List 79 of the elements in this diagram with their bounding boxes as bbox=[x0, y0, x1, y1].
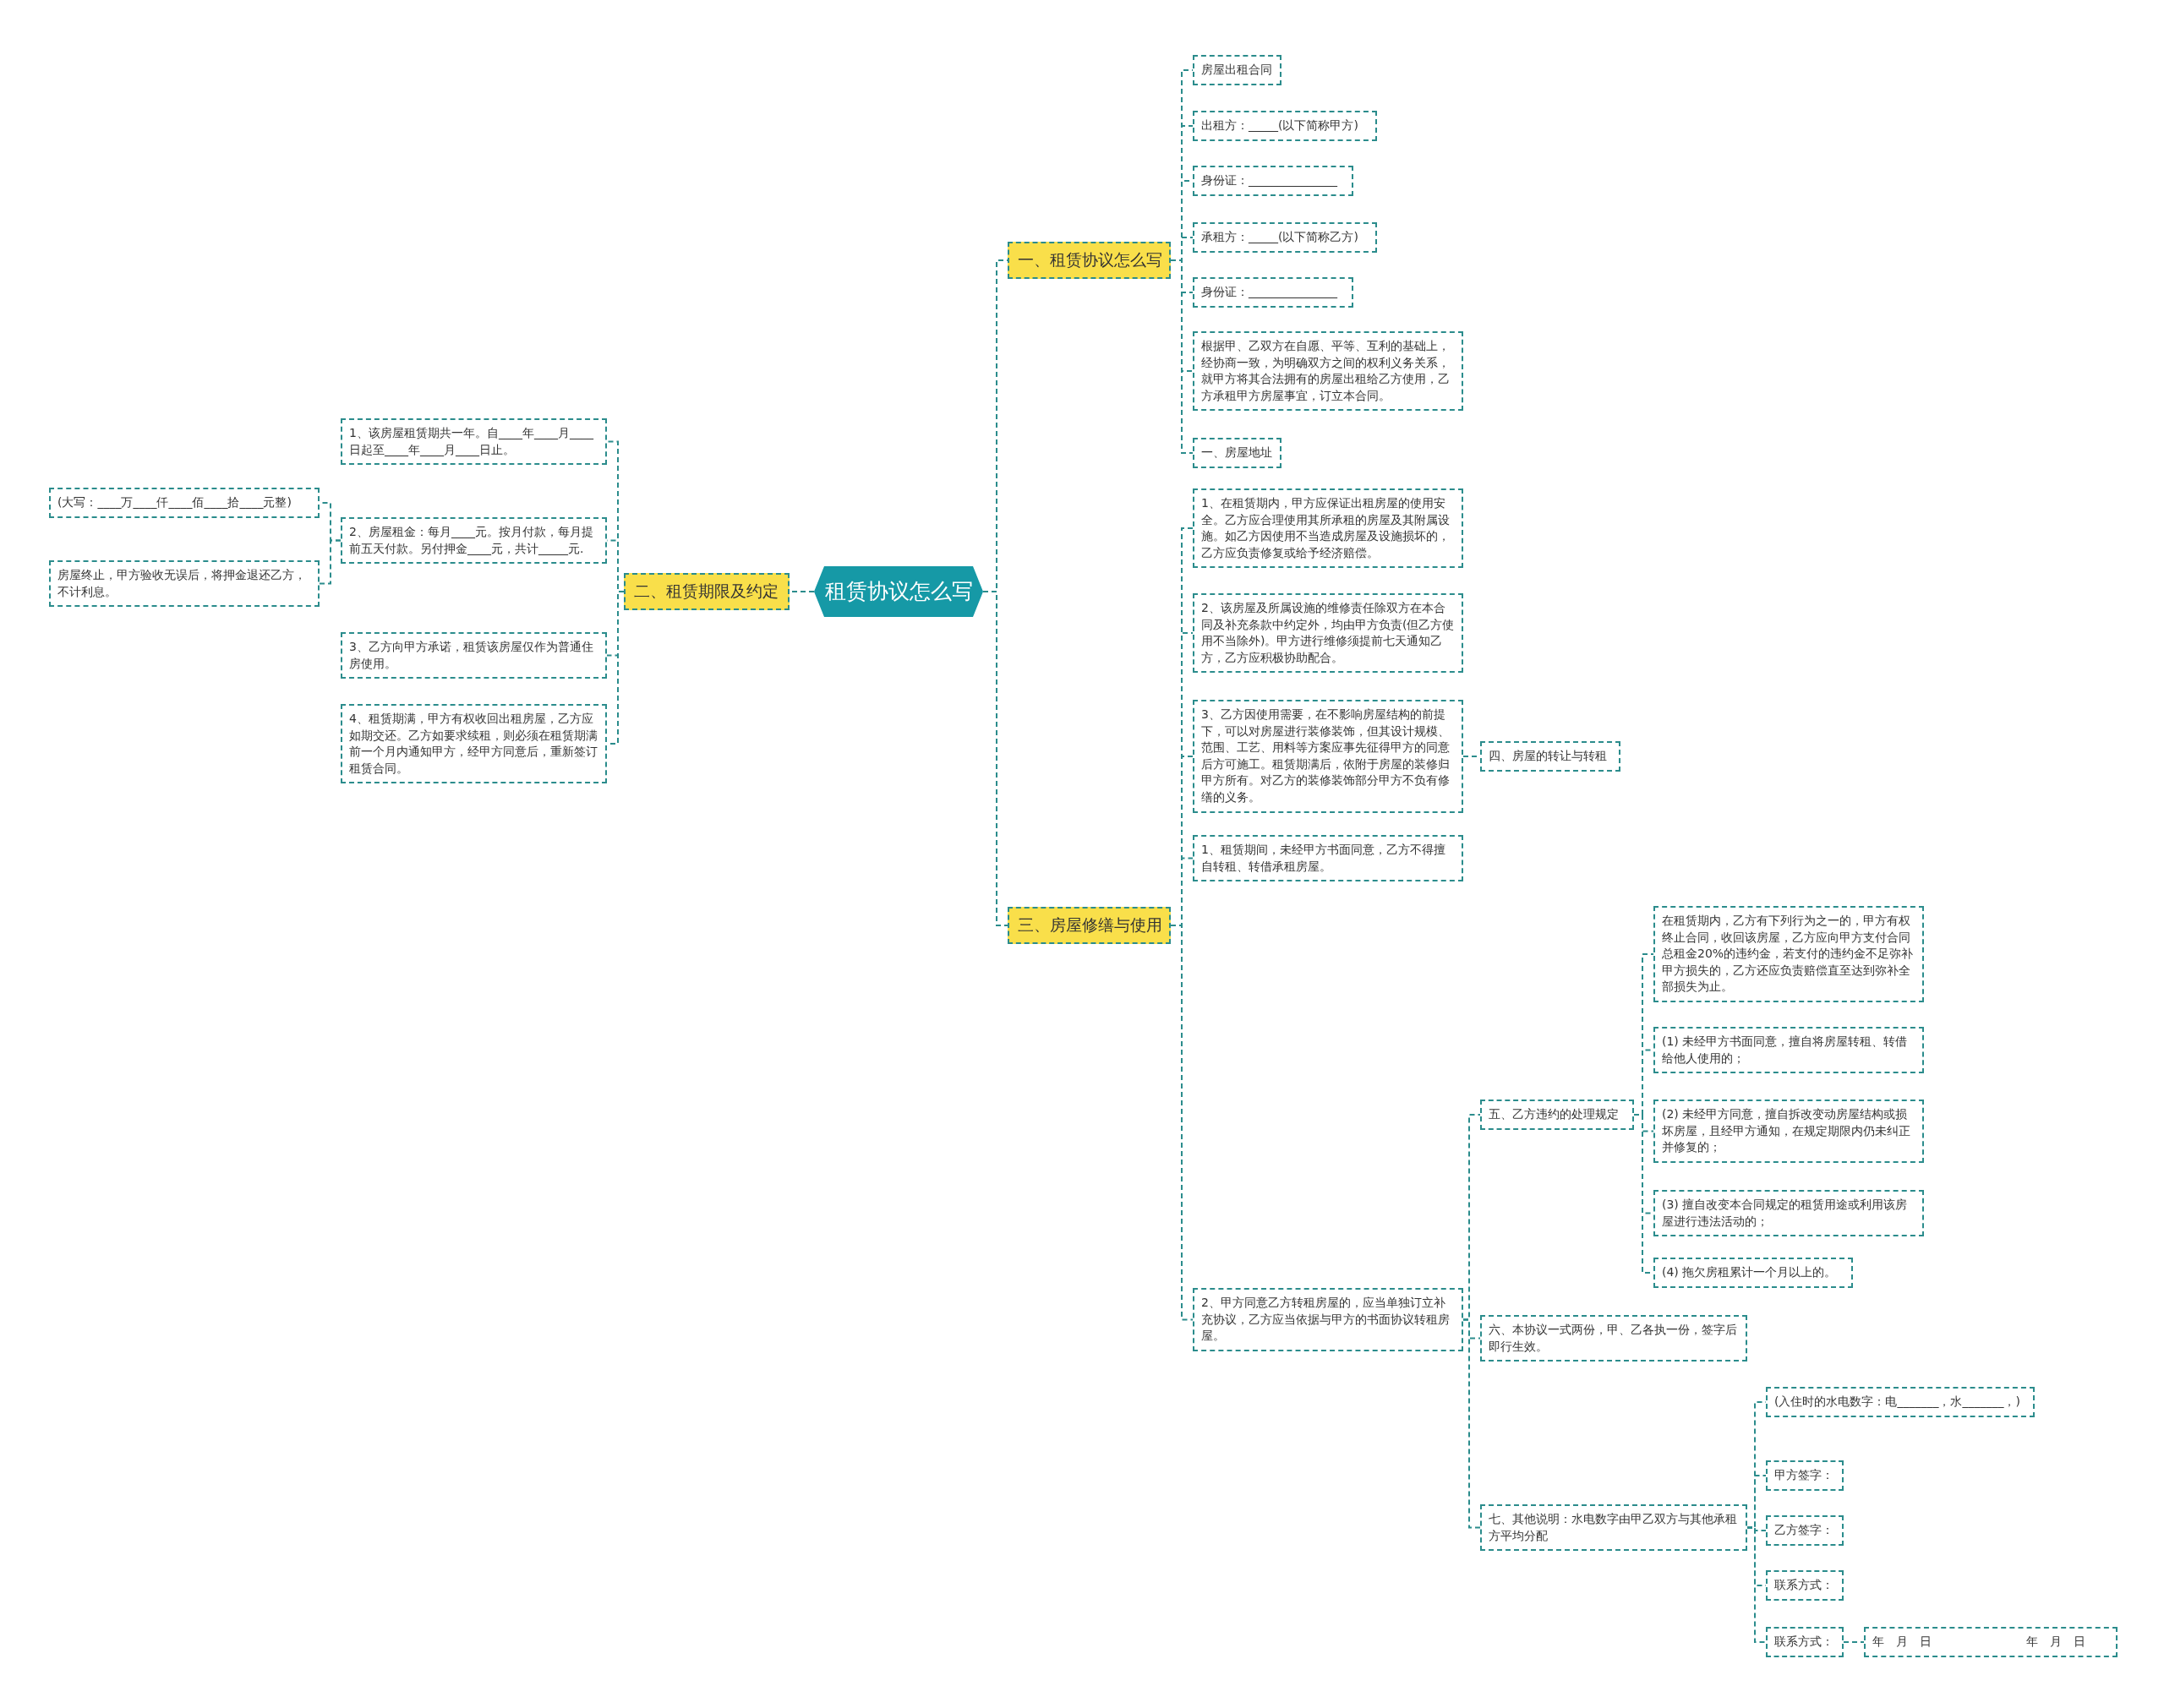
subtopic-box bbox=[1193, 1288, 1463, 1351]
topic-text: 一、租赁协议怎么写 bbox=[1018, 250, 1162, 269]
branch-topic-box bbox=[1008, 907, 1171, 944]
subtopic-box bbox=[1766, 1387, 2035, 1417]
subtopic-text: 3、乙方因使用需要，在不影响房屋结构的前提下，可以对房屋进行装修装饰，但其设计规模、范围、工艺、用料等方案应事先征得甲方的同意后方可施工。租赁期满后，依附于房屋的装修归甲方所有。对乙方的装修装饰部分甲方不负有修缮的义务。 bbox=[1201, 707, 1450, 804]
subtopic-text: 身份证：_______________ bbox=[1201, 285, 1337, 298]
subtopic-box bbox=[341, 418, 607, 466]
subtopic-box bbox=[1193, 835, 1463, 882]
subtopic-text: 2、房屋租金：每月____元。按月付款，每月提前五天付款。另付押金____元，共计_____元. bbox=[349, 525, 593, 555]
subtopic-box bbox=[49, 560, 320, 608]
branch-topic-box bbox=[624, 573, 790, 610]
connector-line bbox=[1746, 1526, 1767, 1643]
subtopic-box bbox=[1193, 593, 1463, 674]
subtopic-box bbox=[1653, 1190, 1924, 1237]
subtopic-box bbox=[1193, 277, 1353, 308]
topic-text: 二、租赁期限及约定 bbox=[634, 581, 779, 600]
subtopic-text: 乙方签字： bbox=[1774, 1523, 1833, 1536]
subtopic-box bbox=[1766, 1627, 1844, 1657]
subtopic-box bbox=[1193, 111, 1377, 141]
subtopic-box bbox=[341, 704, 607, 784]
subtopic-box bbox=[49, 488, 320, 518]
subtopic-text: 房屋终止，甲方验收无误后，将押金退还乙方，不计利息。 bbox=[57, 568, 306, 598]
subtopic-box bbox=[1193, 55, 1281, 85]
subtopic-box bbox=[1480, 1315, 1747, 1362]
subtopic-box bbox=[1193, 166, 1353, 196]
subtopic-text: 承租方：_____(以下简称乙方) bbox=[1201, 230, 1358, 243]
subtopic-box bbox=[1766, 1515, 1844, 1546]
subtopic-text: 根据甲、乙双方在自愿、平等、互利的基础上，经协商一致，为明确双方之间的权利义务关系，就甲方将其合法拥有的房屋出租给乙方使用，乙方承租甲方房屋事宜，订立本合同。 bbox=[1201, 339, 1450, 402]
subtopic-box bbox=[1653, 1100, 1924, 1163]
subtopic-box bbox=[1193, 488, 1463, 569]
subtopic-box bbox=[1193, 438, 1281, 468]
subtopic-text: 4、租赁期满，甲方有权收回出租房屋，乙方应如期交还。乙方如要求续租，则必须在租赁期满前一个月内通知甲方，经甲方同意后，重新签订租赁合同。 bbox=[349, 712, 598, 775]
subtopic-text: 房屋出租合同 bbox=[1201, 63, 1272, 76]
subtopic-text: 出租方：_____(以下简称甲方) bbox=[1201, 118, 1358, 132]
subtopic-box bbox=[1766, 1570, 1844, 1601]
connector-line bbox=[319, 539, 342, 585]
topic-text: 租赁协议怎么写 bbox=[824, 579, 973, 603]
subtopic-box bbox=[1766, 1460, 1844, 1491]
subtopic-text: 1、该房屋租赁期共一年。自____年____月____日起至____年____月____日止。 bbox=[349, 426, 593, 456]
subtopic-text: 甲方签字： bbox=[1774, 1468, 1833, 1482]
subtopic-text: (入住时的水电数字：电_______，水_______，) bbox=[1774, 1394, 2020, 1408]
subtopic-text: (1) 未经甲方书面同意，擅自将房屋转租、转借给他人使用的； bbox=[1662, 1034, 1908, 1065]
subtopic-text: 年 月 日 年 月 日 bbox=[1872, 1634, 2085, 1648]
subtopic-text: 四、房屋的转让与转租 bbox=[1489, 749, 1607, 762]
subtopic-text: (3) 擅自改变本合同规定的租赁用途或利用该房屋进行违法活动的； bbox=[1662, 1198, 1908, 1228]
subtopic-box bbox=[1480, 1100, 1634, 1130]
subtopic-box bbox=[341, 517, 607, 565]
topic-text: 三、房屋修缮与使用 bbox=[1018, 915, 1162, 934]
subtopic-box bbox=[1193, 222, 1377, 253]
subtopic-box bbox=[1480, 741, 1620, 772]
central-topic-hexagon bbox=[814, 566, 983, 617]
subtopic-box bbox=[341, 632, 607, 679]
subtopic-box bbox=[1480, 1504, 1747, 1552]
subtopic-box bbox=[1864, 1627, 2118, 1657]
subtopic-text: 联系方式： bbox=[1774, 1578, 1833, 1591]
subtopic-box bbox=[1193, 331, 1463, 412]
subtopic-text: 六、本协议一式两份，甲、乙各执一份，签字后即行生效。 bbox=[1489, 1323, 1737, 1353]
subtopic-text: (大写：____万____仟____佰____拾____元整) bbox=[57, 495, 292, 509]
branch-topic-box bbox=[1008, 242, 1171, 279]
subtopic-text: 一、房屋地址 bbox=[1201, 445, 1272, 459]
subtopic-text: 2、甲方同意乙方转租房屋的，应当单独订立补充协议，乙方应当依据与甲方的书面协议转租房屋。 bbox=[1201, 1296, 1450, 1343]
subtopic-text: 1、在租赁期内，甲方应保证出租房屋的使用安全。乙方应合理使用其所承租的房屋及其附属设施。如乙方因使用不当造成房屋及设施损坏的，乙方应负责修复或给予经济赔偿。 bbox=[1201, 496, 1450, 559]
connector-line bbox=[1462, 1318, 1481, 1529]
connector-line bbox=[1843, 1641, 1865, 1643]
subtopic-box bbox=[1653, 1027, 1924, 1074]
subtopic-text: 七、其他说明：水电数字由甲乙双方与其他承租方平均分配 bbox=[1489, 1512, 1737, 1542]
subtopic-box bbox=[1653, 906, 1924, 1002]
subtopic-text: 在租赁期内，乙方有下列行为之一的，甲方有权终止合同，收回该房屋，乙方应向甲方支付合同总租金20%的违约金，若支付的违约金不足弥补甲方损失的，乙方还应负责赔偿直至达到弥补全部损失为止。 bbox=[1662, 914, 1914, 994]
connector-line bbox=[1170, 259, 1194, 454]
subtopic-text: (4) 拖欠房租累计一个月以上的。 bbox=[1662, 1265, 1837, 1279]
subtopic-text: 联系方式： bbox=[1774, 1634, 1833, 1648]
subtopic-box bbox=[1653, 1258, 1853, 1288]
subtopic-box bbox=[1193, 700, 1463, 813]
subtopic-text: 五、乙方违约的处理规定 bbox=[1489, 1107, 1619, 1121]
subtopic-text: (2) 未经甲方同意，擅自拆改变动房屋结构或损坏房屋，且经甲方通知，在规定期限内仍未纠正并修复的； bbox=[1662, 1107, 1910, 1154]
subtopic-text: 2、该房屋及所属设施的维修责任除双方在本合同及补充条款中约定外，均由甲方负责(但乙方使用不当除外)。甲方进行维修须提前七天通知乙方，乙方应积极协助配合。 bbox=[1201, 601, 1455, 664]
subtopic-text: 3、乙方向甲方承诺，租赁该房屋仅作为普通住房使用。 bbox=[349, 640, 593, 670]
subtopic-text: 身份证：_______________ bbox=[1201, 173, 1337, 187]
subtopic-text: 1、租赁期间，未经甲方书面同意，乙方不得擅自转租、转借承租房屋。 bbox=[1201, 843, 1445, 873]
